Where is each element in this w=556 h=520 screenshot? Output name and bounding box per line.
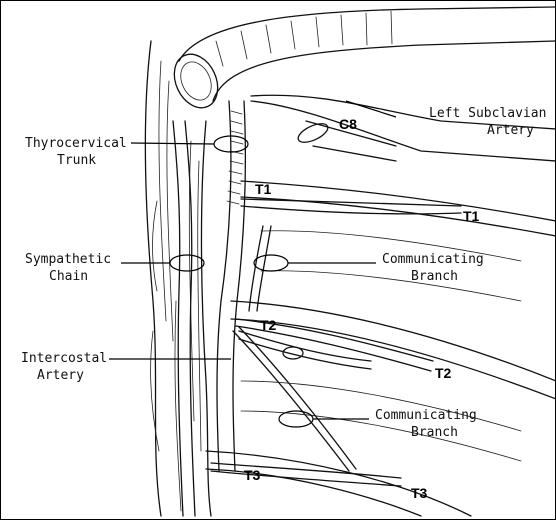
aortic-arch <box>166 7 555 115</box>
sympathetic-chain <box>173 121 195 516</box>
svg-text:Sympathetic: Sympathetic <box>25 252 111 267</box>
label-thyrocervical-trunk: Thyrocervical Trunk <box>25 136 127 168</box>
vertebral-column <box>145 41 211 516</box>
svg-text:Intercostal: Intercostal <box>21 351 107 366</box>
thyrocervical-trunk <box>217 101 245 471</box>
segment-label-c8: C8 <box>339 116 357 132</box>
segment-label-t2-inner: T2 <box>260 317 277 333</box>
svg-text:Branch: Branch <box>411 425 458 440</box>
segment-label-t2-outer: T2 <box>435 365 452 381</box>
svg-text:Trunk: Trunk <box>57 153 96 168</box>
svg-text:Thyrocervical: Thyrocervical <box>25 136 127 151</box>
svg-text:Left Subclavian: Left Subclavian <box>429 106 546 121</box>
label-communicating-branch-lower: Communicating Branch <box>375 408 477 440</box>
svg-text:Communicating: Communicating <box>382 252 484 267</box>
svg-text:Chain: Chain <box>49 269 88 284</box>
label-intercostal-artery: Intercostal Artery <box>21 351 107 383</box>
segment-label-t1-outer: T1 <box>463 208 480 224</box>
svg-text:Artery: Artery <box>37 368 84 383</box>
svg-text:Artery: Artery <box>487 123 534 138</box>
segment-label-t3-outer: T3 <box>411 485 428 501</box>
svg-text:Communicating: Communicating <box>375 408 477 423</box>
leader-lines <box>109 101 396 419</box>
svg-text:Branch: Branch <box>411 269 458 284</box>
segment-label-t3-inner: T3 <box>244 467 261 483</box>
label-communicating-branch-upper: Communicating Branch <box>382 252 484 284</box>
label-sympathetic-chain: Sympathetic Chain <box>25 252 111 284</box>
segment-label-t1-inner: T1 <box>255 181 272 197</box>
